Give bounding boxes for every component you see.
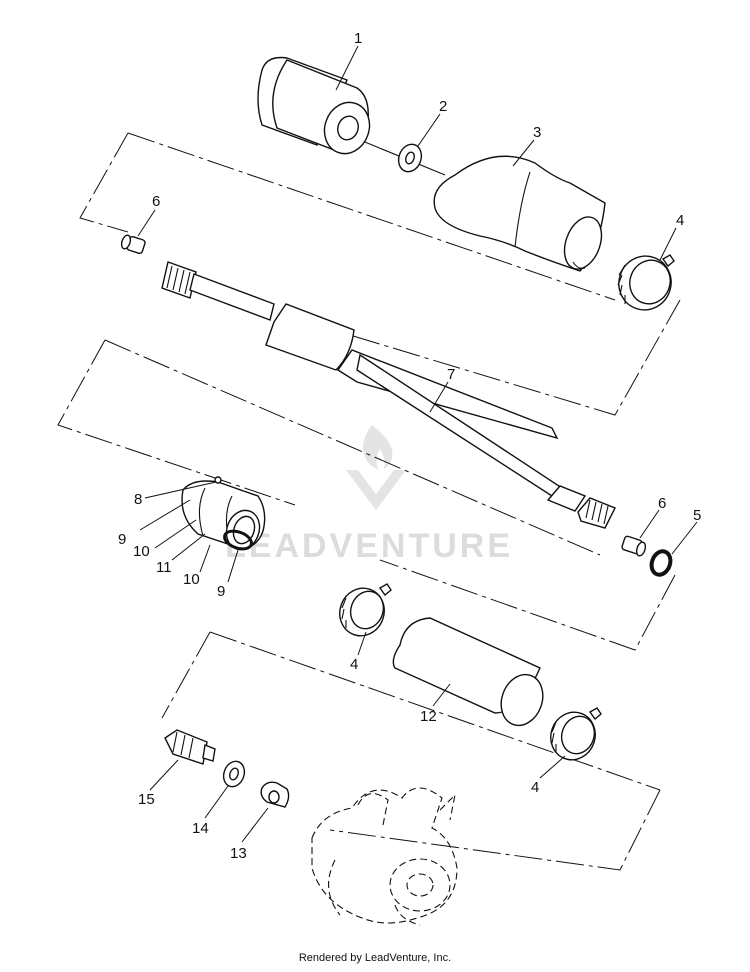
callout-11: 11 bbox=[156, 559, 172, 576]
callout-numbers: 1 2 3 4 6 7 8 9 10 11 10 9 6 5 4 12 4 15… bbox=[118, 30, 701, 862]
callout-3: 3 bbox=[533, 124, 541, 141]
callout-4-bottom: 4 bbox=[531, 779, 539, 796]
callout-9-right: 9 bbox=[217, 583, 225, 600]
part-4-clamp-middle bbox=[339, 583, 392, 637]
callout-1: 1 bbox=[354, 30, 362, 47]
part-3-boot bbox=[433, 155, 606, 272]
part-4-clamp-top bbox=[617, 254, 675, 311]
impeller-ghost bbox=[311, 787, 458, 926]
callout-6-bottom: 6 bbox=[658, 495, 666, 512]
footer-credit: Rendered by LeadVenture, Inc. bbox=[298, 952, 452, 964]
callout-14: 14 bbox=[192, 820, 209, 837]
callout-10-left: 10 bbox=[133, 543, 150, 560]
bearing-assembly bbox=[181, 476, 266, 551]
part-1-weight bbox=[257, 56, 371, 155]
watermark-logo: LEADVENTURE bbox=[225, 425, 513, 565]
callout-4-top: 4 bbox=[676, 212, 684, 229]
callout-13: 13 bbox=[230, 845, 247, 862]
callout-5: 5 bbox=[693, 507, 701, 524]
callout-2: 2 bbox=[439, 98, 447, 115]
part-5-oring bbox=[649, 549, 673, 577]
part-6-plug-bottom bbox=[621, 535, 647, 557]
part-7-driveshaft bbox=[161, 261, 616, 529]
part-15-fitting bbox=[164, 729, 216, 765]
part-14-washer bbox=[222, 760, 246, 788]
callout-4-middle: 4 bbox=[350, 656, 358, 673]
part-2-washer bbox=[397, 143, 423, 173]
part-4-clamp-bottom bbox=[550, 707, 602, 761]
callout-7: 7 bbox=[447, 366, 455, 383]
callout-12: 12 bbox=[420, 708, 437, 725]
part-13-plate bbox=[260, 781, 290, 808]
callout-6-top: 6 bbox=[152, 193, 160, 210]
watermark-text: LEADVENTURE bbox=[225, 527, 513, 565]
callout-15: 15 bbox=[138, 791, 155, 808]
callout-9-left: 9 bbox=[118, 531, 126, 548]
callout-10-right: 10 bbox=[183, 571, 200, 588]
part-6-plug-top bbox=[120, 234, 146, 255]
part-12-boot bbox=[392, 617, 544, 727]
leader-lines bbox=[137, 45, 698, 843]
callout-8: 8 bbox=[134, 491, 142, 508]
